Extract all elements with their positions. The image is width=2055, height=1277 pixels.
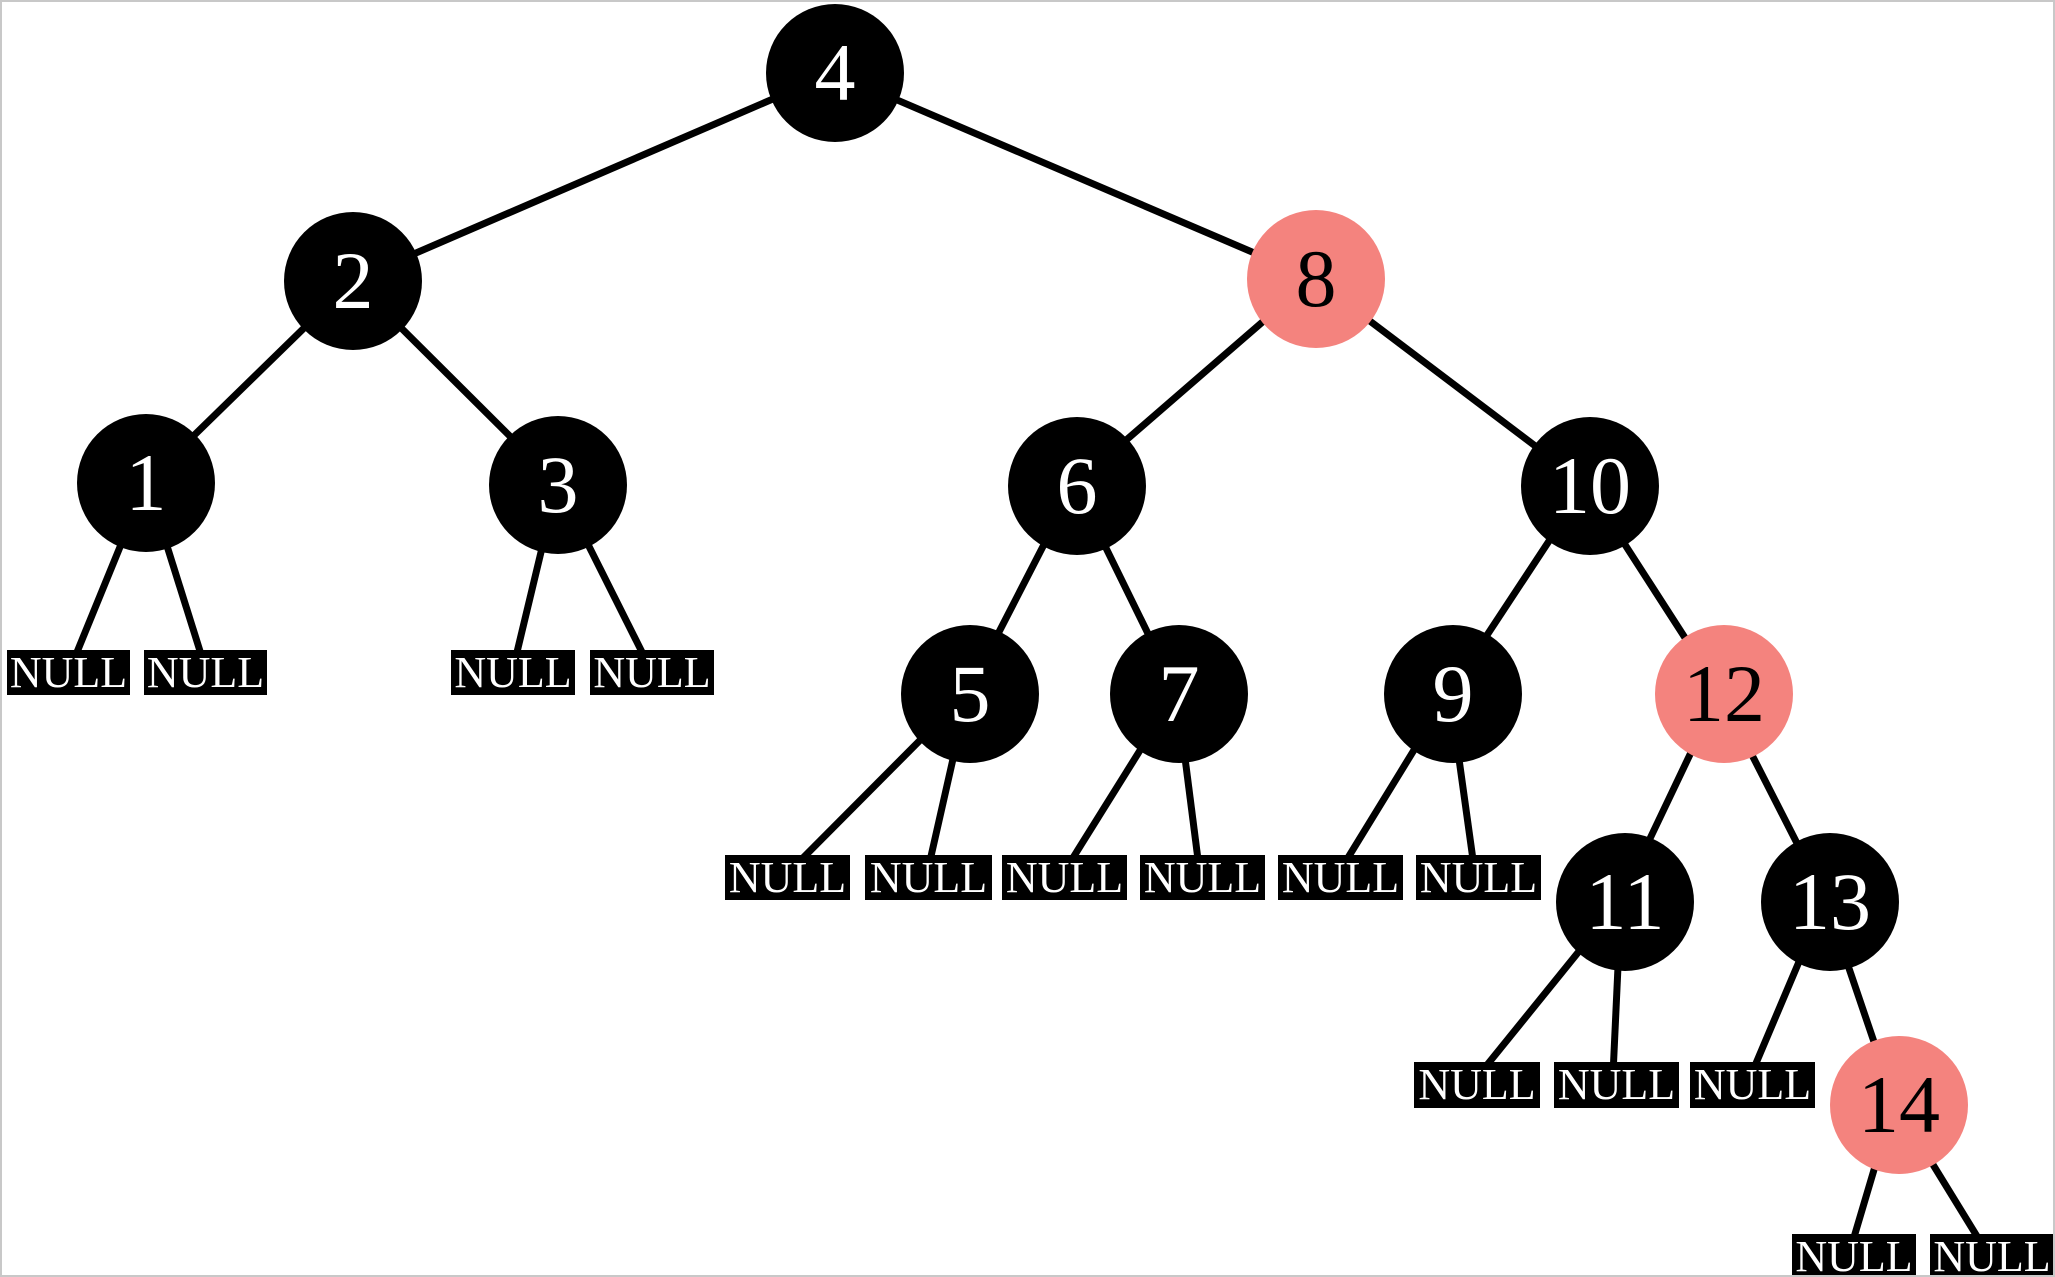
null-leaf-n13: NULL <box>1690 1062 1815 1108</box>
null-leaf-n15: NULL <box>1930 1234 2053 1275</box>
null-leaf-n1: NULL <box>7 650 130 695</box>
null-leaf-n2: NULL <box>144 650 267 695</box>
tree-node-10: 10 <box>1521 417 1659 555</box>
null-leaf-n8: NULL <box>1140 855 1265 900</box>
tree-node-13: 13 <box>1761 833 1899 971</box>
tree-node-8: 8 <box>1247 210 1385 348</box>
null-leaf-n3: NULL <box>451 650 575 695</box>
tree-node-9: 9 <box>1384 625 1522 763</box>
tree-node-1: 1 <box>77 414 215 552</box>
tree-node-12: 12 <box>1655 625 1793 763</box>
null-leaf-n4: NULL <box>590 650 714 695</box>
tree-edge-4-8 <box>832 69 1315 282</box>
tree-node-6: 6 <box>1008 417 1146 555</box>
null-leaf-n10: NULL <box>1416 855 1541 900</box>
tree-node-3: 3 <box>489 416 627 554</box>
null-leaf-n9: NULL <box>1278 855 1403 900</box>
null-leaf-n14: NULL <box>1792 1234 1916 1275</box>
tree-node-14: 14 <box>1830 1036 1968 1174</box>
null-leaf-n5: NULL <box>725 855 850 900</box>
null-leaf-n7: NULL <box>1002 855 1127 900</box>
tree-node-2: 2 <box>284 212 422 350</box>
tree-edge-4-2 <box>351 69 835 284</box>
null-leaf-n11: NULL <box>1414 1062 1540 1108</box>
null-leaf-n12: NULL <box>1554 1062 1679 1108</box>
tree-node-7: 7 <box>1110 625 1248 763</box>
null-leaf-n6: NULL <box>865 855 992 900</box>
tree-node-5: 5 <box>901 625 1039 763</box>
tree-node-4: 4 <box>766 4 904 142</box>
tree-node-11: 11 <box>1556 833 1694 971</box>
